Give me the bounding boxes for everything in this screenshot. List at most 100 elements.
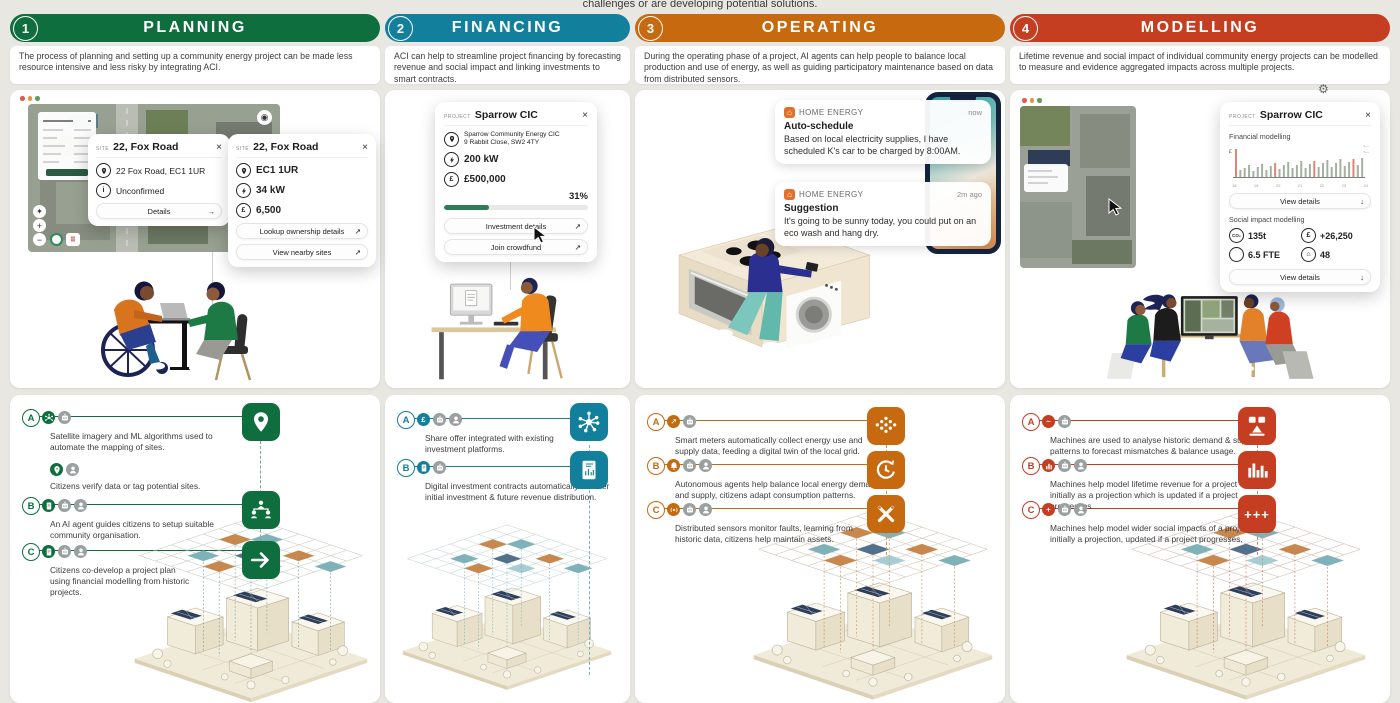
gear-icon[interactable]: ⚙ xyxy=(1318,82,1329,96)
mouse-cursor xyxy=(1108,198,1122,216)
gauge-icon xyxy=(867,451,905,489)
step-letter: B xyxy=(1022,457,1040,475)
project-capacity: 200 kW xyxy=(464,154,499,166)
home-energy-app-icon: ⌂ xyxy=(784,107,795,118)
site-address: EC1 1UR xyxy=(256,165,299,176)
close-icon[interactable]: × xyxy=(1365,110,1371,121)
step-icons xyxy=(42,545,87,558)
pound-icon: £ xyxy=(444,172,459,188)
close-icon[interactable]: × xyxy=(582,110,588,121)
robot-icon xyxy=(683,415,696,428)
modelling-map-image xyxy=(1020,106,1136,268)
step-letter: A xyxy=(22,409,40,427)
view-details-button-financial[interactable]: View details ↓ xyxy=(1229,193,1371,209)
external-link-icon: ↗ xyxy=(574,242,581,252)
modelling-people-illustration xyxy=(1106,294,1314,379)
crowdfund-progress-fill xyxy=(444,205,489,211)
project-tag: PROJECT xyxy=(444,114,471,120)
person-icon xyxy=(449,413,462,426)
step-text: Machines help model lifetime revenue for… xyxy=(1050,479,1243,511)
project-card: PROJECT Sparrow CIC × Sparrow Community … xyxy=(435,102,597,263)
money-value: +26,250 xyxy=(1320,230,1353,241)
zoom-out-button[interactable]: − xyxy=(33,233,46,246)
bolt-icon xyxy=(236,183,251,198)
progress-label: 31% xyxy=(568,191,588,203)
measure-icon[interactable]: ⠿ xyxy=(66,233,80,246)
details-button[interactable]: Details → xyxy=(96,203,222,219)
close-icon[interactable]: × xyxy=(216,142,222,153)
wave-icon: ~ xyxy=(1042,415,1055,428)
financing-steps-card: A £ Share offer integrated with existing… xyxy=(385,395,630,703)
notification-auto-schedule[interactable]: ⌂ HOME ENERGY now Auto-schedule Based on… xyxy=(775,100,991,165)
chart-axis-label: £ xyxy=(1229,149,1232,155)
step-text: Autonomous agents help balance local ene… xyxy=(675,479,880,500)
modelling-title: MODELLING xyxy=(1140,19,1260,36)
pin-icon xyxy=(444,131,459,147)
lookup-ownership-button[interactable]: Lookup ownership details ↗ xyxy=(236,223,368,239)
robot-icon xyxy=(58,411,71,424)
step-text: Share offer integrated with existing inv… xyxy=(425,433,554,454)
target-icon[interactable]: ◉ xyxy=(257,110,272,125)
view-details-button-social[interactable]: View details ↓ xyxy=(1229,269,1371,285)
operating-header: 3 OPERATING xyxy=(635,14,1005,42)
modelling-map[interactable] xyxy=(1020,106,1136,268)
person-icon xyxy=(74,545,87,558)
step-text: Citizens verify data or tag potential si… xyxy=(50,481,201,491)
financing-header: 2 FINANCING xyxy=(385,14,630,42)
project-name: Sparrow CIC xyxy=(474,109,538,121)
step-icons: ~ xyxy=(1042,415,1071,428)
site-tag: SITE xyxy=(96,146,110,152)
person-icon xyxy=(1074,459,1087,472)
map-mini-panel xyxy=(1024,164,1068,192)
external-link-icon: ↗ xyxy=(574,221,581,231)
map-filter-panel[interactable] xyxy=(38,112,96,180)
home-energy-app-icon: ⌂ xyxy=(784,189,795,200)
view-nearby-button[interactable]: View nearby sites ↗ xyxy=(236,244,368,260)
planning-number: 1 xyxy=(13,16,38,41)
layers-icon[interactable] xyxy=(50,233,63,246)
tools-icon xyxy=(867,495,905,533)
join-crowdfund-button[interactable]: Join crowdfund ↗ xyxy=(444,239,588,256)
notification-suggestion[interactable]: ⌂ HOME ENERGY 2m ago Suggestion It's goi… xyxy=(775,182,991,247)
site-tag: SITE xyxy=(236,146,250,152)
pound-icon: £ xyxy=(417,413,430,426)
close-icon[interactable]: × xyxy=(362,142,368,153)
window-dots xyxy=(20,96,40,101)
info-icon: i xyxy=(96,183,111,198)
person-icon xyxy=(74,499,87,512)
window-dots xyxy=(1022,98,1042,103)
plus-plus-plus-icon: +++ xyxy=(1238,495,1276,533)
arrow-down-icon: ↓ xyxy=(1360,272,1364,282)
financing-title: FINANCING xyxy=(451,19,564,36)
homes-value: 48 xyxy=(1320,249,1331,260)
step-icons xyxy=(1042,459,1087,472)
compass-icon[interactable]: ✦ xyxy=(33,205,46,218)
modelling-illustration-card: ⚙ xyxy=(1010,82,1390,388)
home-icon: ⌂ xyxy=(1301,247,1316,262)
investment-details-button[interactable]: Investment details ↗ xyxy=(444,218,588,235)
financing-number: 2 xyxy=(388,16,413,41)
step-text: Smart meters automatically collect energ… xyxy=(675,435,863,456)
operating-description: During the operating phase of a project,… xyxy=(635,46,1005,84)
step-text: Satellite imagery and ML algorithms used… xyxy=(50,431,213,452)
modelling-number: 4 xyxy=(1013,16,1038,41)
network-hub-icon xyxy=(570,403,608,441)
notification-time: now xyxy=(968,108,982,117)
plus-icon: + xyxy=(1042,503,1055,516)
mouse-cursor xyxy=(533,226,547,244)
pound-icon: £ xyxy=(236,203,251,218)
person-icon xyxy=(699,459,712,472)
financing-person-illustration xyxy=(431,277,563,380)
connector-line xyxy=(510,250,511,290)
zoom-in-button[interactable]: + xyxy=(33,219,46,232)
app-name: HOME ENERGY xyxy=(799,190,864,199)
site-value: 6,500 xyxy=(256,205,282,216)
operating-steps-card: A ↗ Smart meters automatically collect e… xyxy=(635,395,1005,703)
robot-icon xyxy=(433,413,446,426)
modelling-header: 4 MODELLING xyxy=(1010,14,1390,42)
site-status: Unconfirmed xyxy=(116,185,165,196)
financing-description: ACI can help to streamline project finan… xyxy=(385,46,630,84)
robot-icon xyxy=(58,545,71,558)
